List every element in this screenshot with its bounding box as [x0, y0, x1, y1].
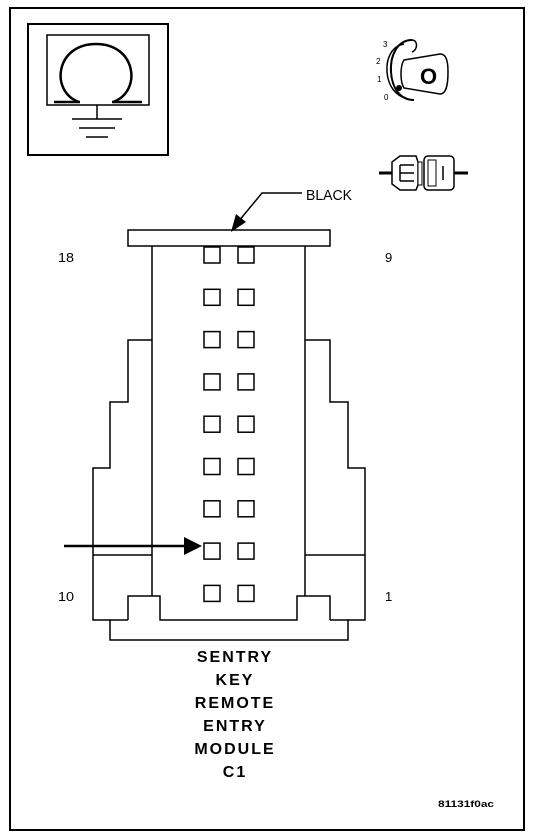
cavity-r2-c1 — [203, 288, 221, 307]
cavity-r2-c2 — [237, 288, 255, 307]
cavity-r8-c1 — [203, 542, 221, 560]
cavity-r3-c1 — [203, 330, 221, 349]
title-line-1: SENTRY — [197, 649, 273, 666]
ignition-key-icon: 3 2 1 0 O — [376, 39, 449, 102]
key-symbol: O — [420, 64, 437, 89]
connector-color-label: BLACK — [306, 187, 352, 204]
connector-side-icon — [379, 155, 468, 191]
cavity-r5-c2 — [237, 415, 255, 433]
key-position-2: 2 — [376, 57, 381, 66]
title-line-4: ENTRY — [203, 718, 267, 735]
cavity-r1-c1 — [203, 246, 221, 264]
cavity-r1-c2 — [237, 246, 255, 264]
figure-id: 81131f0ac — [438, 799, 494, 809]
title-line-5: MODULE — [194, 741, 275, 758]
cavity-r4-c1 — [203, 373, 221, 391]
connector-body — [92, 229, 366, 641]
outer-frame — [9, 7, 525, 831]
pin-label-9: 9 — [385, 250, 392, 265]
cavity-r6-c1 — [203, 457, 221, 476]
cavity-r3-c2 — [237, 330, 255, 349]
key-position-0: 0 — [384, 93, 389, 102]
key-position-3: 3 — [383, 40, 388, 49]
color-leader-arrowhead — [231, 214, 246, 232]
pin-indicator-arrowhead — [184, 537, 202, 555]
pin-label-1: 1 — [385, 589, 392, 604]
pin-label-18: 18 — [58, 250, 74, 265]
color-leader-line — [237, 192, 302, 223]
cavity-r8-c2 — [237, 542, 255, 560]
cavity-r5-c1 — [203, 415, 221, 433]
title-line-6: C1 — [223, 764, 247, 781]
module-title: SENTRY KEY REMOTE ENTRY MODULE C1 — [194, 649, 275, 781]
title-line-2: KEY — [216, 672, 255, 689]
cavity-r9-c2 — [237, 584, 255, 603]
cavity-r4-c2 — [237, 373, 255, 391]
cavity-r6-c2 — [237, 457, 255, 476]
title-line-3: REMOTE — [195, 695, 275, 712]
cavity-r7-c1 — [203, 500, 221, 518]
connector-cavities — [203, 246, 255, 603]
ground-symbol-icon — [27, 23, 169, 156]
cavity-r9-c1 — [203, 584, 221, 603]
key-position-1: 1 — [377, 75, 382, 84]
pin-label-10: 10 — [58, 589, 74, 604]
cavity-r7-c2 — [237, 500, 255, 518]
